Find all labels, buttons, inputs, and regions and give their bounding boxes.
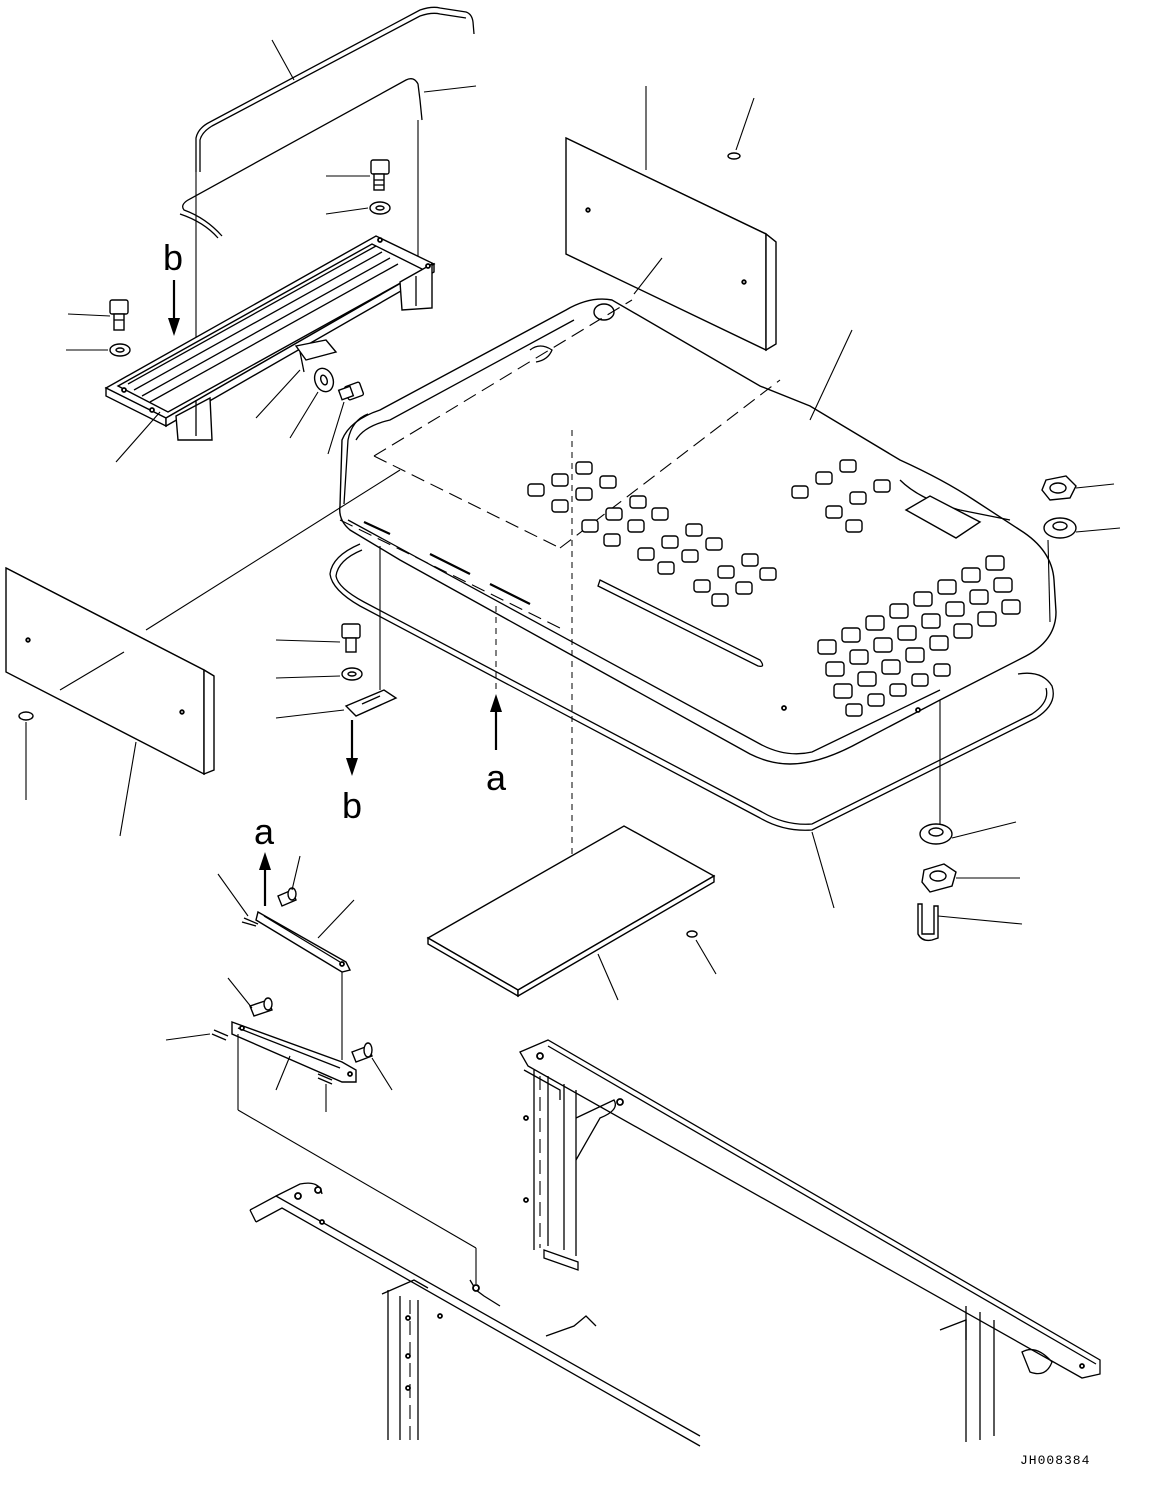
nut-upper-right <box>1041 475 1115 501</box>
washer-left <box>66 343 131 357</box>
bolt-top <box>326 159 390 191</box>
callout-a-lower: a <box>254 811 275 906</box>
handrail-rod-upper <box>195 6 475 172</box>
cab-frame-left <box>249 1182 701 1447</box>
cotter-pin-lower <box>165 1029 229 1041</box>
drawing-code: JH008384 <box>1020 1453 1090 1468</box>
bolt-left <box>67 299 129 331</box>
callout-a-upper: a <box>486 606 507 798</box>
bolt-bracket <box>327 381 365 455</box>
callout-a-upper-label: a <box>486 757 507 798</box>
latch-mid <box>275 546 398 719</box>
pin-lower-right <box>351 1042 393 1091</box>
callout-b-upper-label: b <box>163 237 183 278</box>
stay-arm-upper <box>255 899 355 1060</box>
washer-top <box>325 201 391 215</box>
panel-top-right <box>565 86 777 352</box>
nut-lower-right <box>921 863 1020 893</box>
panel-left <box>5 469 401 837</box>
stay-arm-lower <box>231 1021 357 1110</box>
arm-link-line <box>237 1109 477 1284</box>
cab-frame-right <box>519 1039 1101 1442</box>
cotter-pin-upper <box>217 873 259 927</box>
callout-b-lower-label: b <box>342 785 362 826</box>
pin-lower-left <box>227 977 273 1017</box>
callout-b-lower: b <box>342 720 362 826</box>
channel-bracket <box>104 235 436 463</box>
callout-a-lower-label: a <box>254 811 275 852</box>
spacer-lower <box>317 1073 333 1112</box>
pin-upper <box>277 855 301 907</box>
callout-b-upper: b <box>163 237 183 336</box>
washer-lower-right <box>919 821 1017 845</box>
seal-gasket <box>329 543 1054 909</box>
washer-mid <box>275 667 363 681</box>
floor-mat <box>426 825 717 1001</box>
bolt-mid <box>275 623 361 653</box>
u-clip <box>917 903 1023 942</box>
washer-bracket <box>255 367 335 439</box>
washer-upper-right <box>1043 517 1121 539</box>
roof-cover <box>339 298 1057 910</box>
